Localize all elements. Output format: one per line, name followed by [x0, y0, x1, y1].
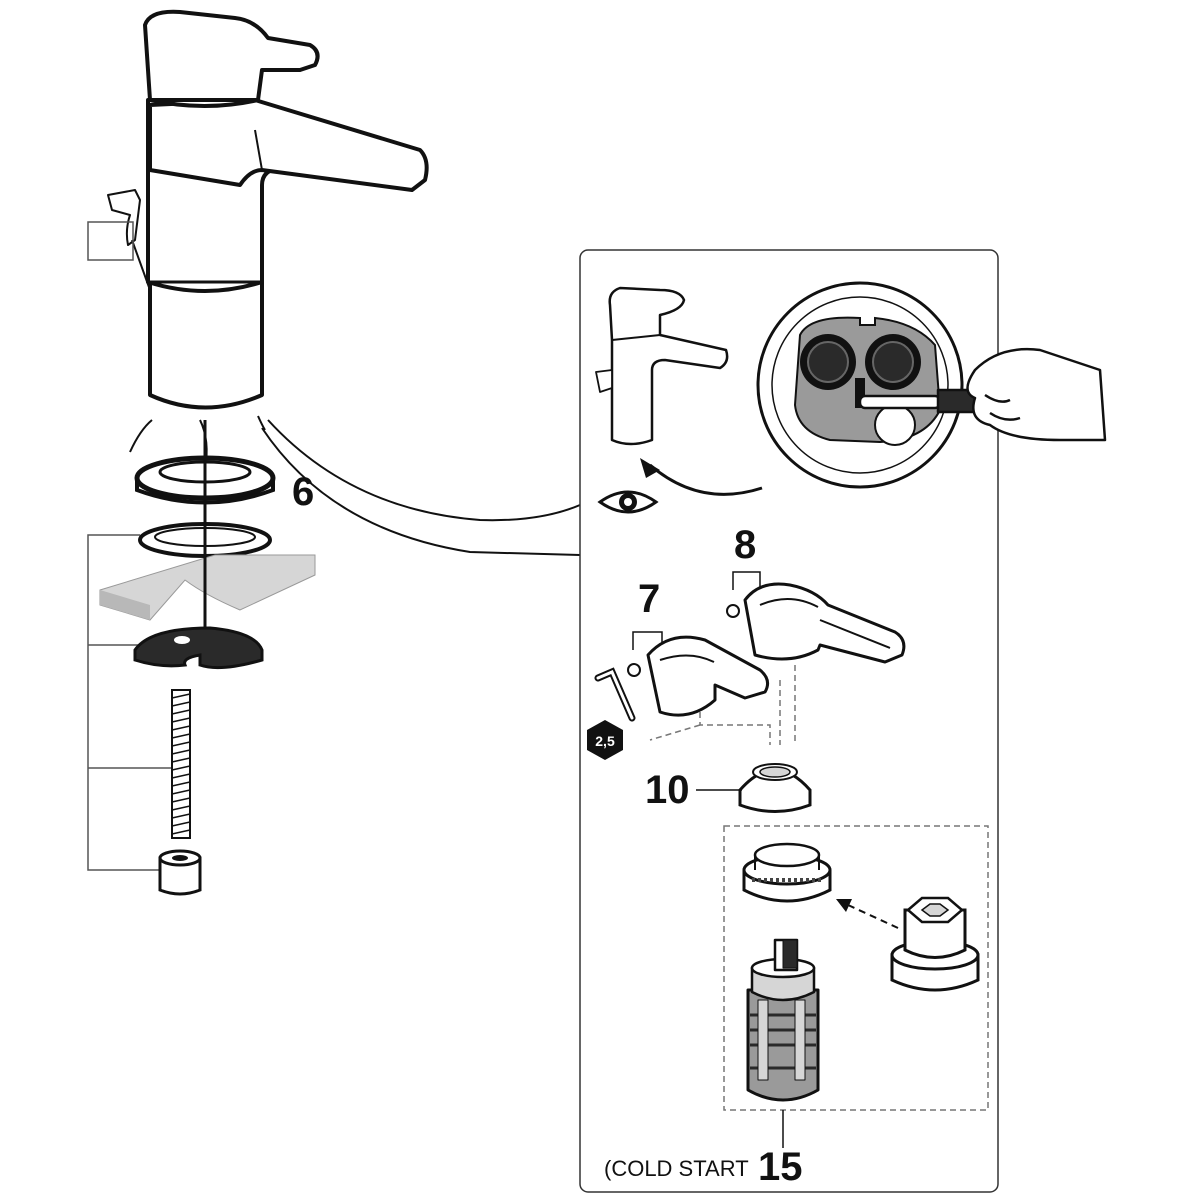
- countertop-slab: [99, 554, 316, 621]
- tool-size-badge: 2,5: [587, 720, 623, 760]
- callout-15: 15: [758, 1145, 803, 1189]
- faucet-body-base: [148, 280, 264, 410]
- faucet-main: [107, 9, 429, 471]
- install-arrow: [836, 899, 899, 929]
- cartridge-kit-box: [723, 825, 989, 1111]
- threaded-stud: [171, 689, 191, 839]
- popup-rod: [107, 189, 141, 246]
- cartridge-part: [746, 938, 820, 1102]
- cover-cap: [738, 763, 812, 813]
- view-arrow: [640, 458, 763, 496]
- callout-10: 10: [645, 768, 690, 812]
- cold-start-note: (COLD START: [604, 1156, 749, 1181]
- faucet-spout: [148, 98, 429, 192]
- hex-key-icon: [594, 667, 636, 722]
- leader-lines-left: [87, 221, 172, 871]
- socket-tool: [890, 896, 980, 992]
- faucet-lever: [143, 9, 320, 108]
- leader-7: [632, 631, 663, 650]
- faucet-thumbnail: [595, 286, 729, 446]
- lever-handle-small: [646, 635, 770, 717]
- retaining-nut: [742, 842, 832, 903]
- detail-connector-lines: [261, 419, 581, 556]
- hex-nut: [158, 849, 202, 896]
- set-screw-7: [627, 663, 641, 677]
- callout-8: 8: [734, 523, 756, 567]
- eye-icon: [597, 490, 659, 514]
- svg-text:2,5: 2,5: [595, 733, 615, 749]
- lever-handle-large: [743, 582, 906, 664]
- hand-with-screwdriver: [858, 348, 1107, 442]
- detail-panel: [579, 249, 999, 1193]
- alignment-dashed-lines: [649, 665, 796, 745]
- cartridge-top-detail: [756, 281, 964, 489]
- c-washer: [133, 626, 264, 670]
- leader-8: [732, 571, 761, 590]
- callout-7: 7: [638, 577, 660, 621]
- set-screw-8: [726, 604, 740, 618]
